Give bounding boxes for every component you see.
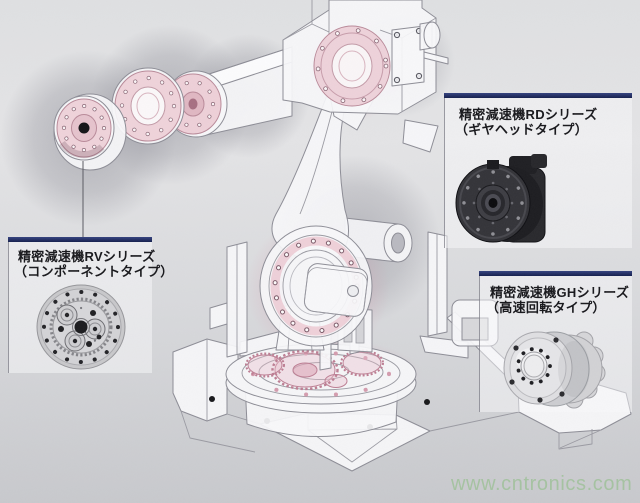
callout-rd-title: 精密減速機RDシリーズ [459,107,598,122]
callout-rd-panel: 精密減速機RDシリーズ （ギヤヘッドタイプ） [444,98,632,248]
callout-rv-title: 精密減速機RVシリーズ [18,249,156,264]
callout-rv: 精密減速機RVシリーズ （コンポーネントタイプ） [8,237,174,373]
callout-gh: 精密減速機GHシリーズ （高速回転タイプ） [479,271,632,412]
watermark: www.cntronics.com [451,473,633,495]
rv-reducer-photo [36,284,126,370]
callout-gh-title: 精密減速機GHシリーズ [490,285,630,300]
callout-rd-subtitle: （ギヤヘッドタイプ） [455,122,589,137]
callout-gh-subtitle: （高速回転タイプ） [486,300,606,315]
callout-rd: 精密減速機RDシリーズ （ギヤヘッドタイプ） [444,93,632,248]
callout-gh-panel: 精密減速機GHシリーズ （高速回転タイプ） [479,276,632,412]
callout-rv-subtitle: （コンポーネントタイプ） [14,264,174,279]
gh-reducer-photo [503,331,606,409]
callout-rv-panel: 精密減速機RVシリーズ （コンポーネントタイプ） [8,242,174,373]
rd-reducer-photo [455,154,547,243]
